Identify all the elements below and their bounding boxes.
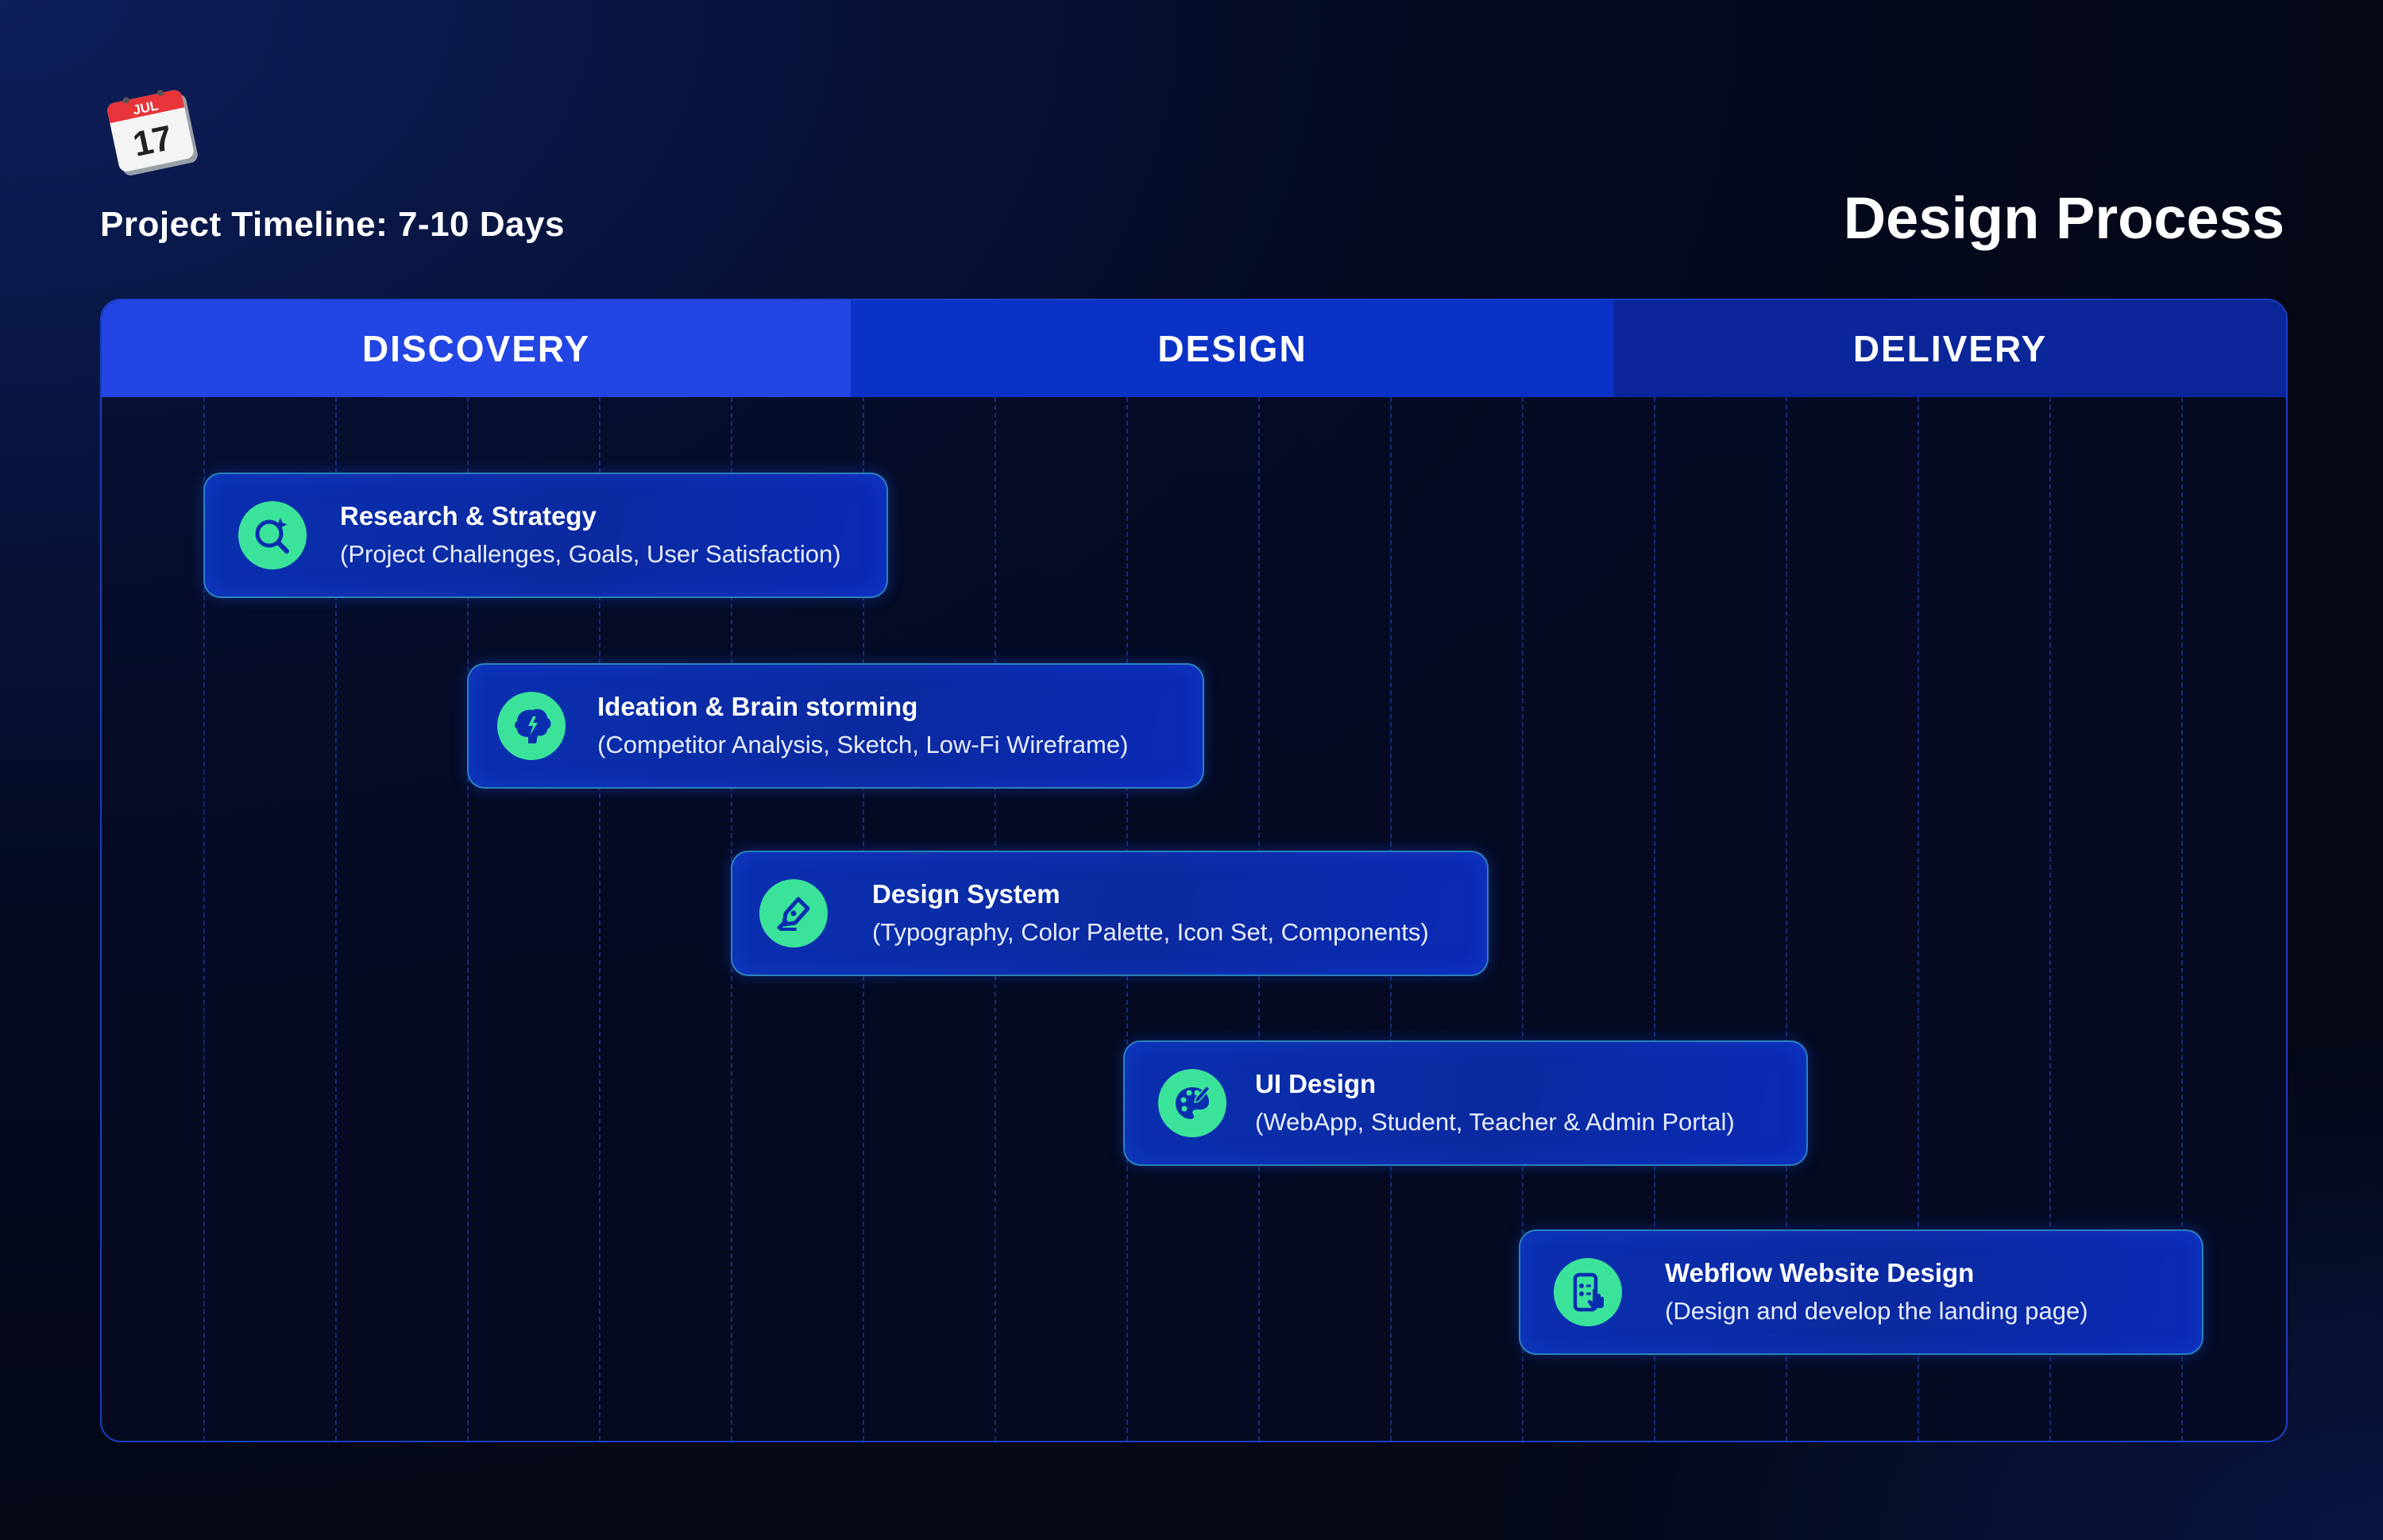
grid-line [599, 397, 601, 1441]
task-description: (Typography, Color Palette, Icon Set, Co… [872, 918, 1429, 946]
calendar-day: 17 [129, 118, 176, 164]
grid-line [1918, 397, 1919, 1441]
grid-line [2181, 397, 2183, 1441]
grid-line [2049, 397, 2051, 1441]
task-title: Design System [872, 879, 1060, 909]
grid-line [1522, 397, 1524, 1441]
grid-line [335, 397, 337, 1441]
research-search-icon [238, 501, 307, 569]
palette-icon [1158, 1069, 1226, 1137]
mobile-touch-icon [1554, 1258, 1622, 1326]
pen-tool-icon [759, 879, 828, 948]
page-title: Design Process [1843, 185, 2285, 251]
phase-design: DESIGN [851, 300, 1614, 397]
task-description: (WebApp, Student, Teacher & Admin Portal… [1255, 1108, 1735, 1136]
phase-bar: DISCOVERY DESIGN DELIVERY [102, 300, 2286, 397]
task-design-system: Design System (Typography, Color Palette… [731, 851, 1489, 976]
task-webflow-website-design: Webflow Website Design (Design and devel… [1519, 1229, 2203, 1355]
task-description: (Project Challenges, Goals, User Satisfa… [340, 540, 841, 568]
grid-line [203, 397, 205, 1441]
phase-discovery: DISCOVERY [102, 300, 851, 397]
task-title: UI Design [1255, 1069, 1377, 1098]
project-timeline-label: Project Timeline: 7-10 Days [100, 205, 565, 244]
grid-line [467, 397, 469, 1441]
task-research-strategy: Research & Strategy (Project Challenges,… [203, 473, 888, 598]
task-title: Ideation & Brain storming [597, 692, 918, 721]
timeline-board: DISCOVERY DESIGN DELIVERY Researc [100, 299, 2288, 1442]
task-ui-design: UI Design (WebApp, Student, Teacher & Ad… [1123, 1040, 1808, 1166]
task-description: (Competitor Analysis, Sketch, Low-Fi Wir… [597, 731, 1129, 758]
grid-line [1654, 397, 1655, 1441]
task-description: (Design and develop the landing page) [1665, 1297, 2088, 1325]
task-ideation-brainstorming: Ideation & Brain storming (Competitor An… [467, 663, 1204, 789]
grid-line [1786, 397, 1787, 1441]
phase-delivery: DELIVERY [1614, 300, 2286, 397]
brain-icon [497, 692, 566, 760]
task-title: Webflow Website Design [1665, 1258, 1975, 1287]
task-title: Research & Strategy [340, 501, 597, 531]
calendar-icon: JUL 17 [107, 90, 198, 176]
